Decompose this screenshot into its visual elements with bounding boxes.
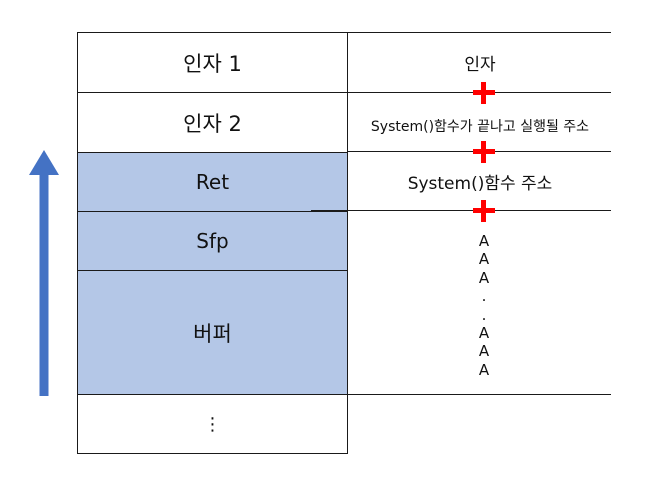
stack-cell-arg2: 인자 2 [77,92,348,152]
filler-char: A [478,268,490,287]
filler-char: A [478,232,490,250]
stack-cell-sfp: Sfp [77,211,348,270]
stack-cell-label: 인자 2 [183,111,242,136]
plus-icon [473,141,495,163]
filler-char: A [478,360,490,379]
stack-cell-label: Sfp [196,229,229,253]
stack-cell-more: ⋮ [77,394,348,454]
payload-label-arg: 인자 [464,55,496,75]
payload-divider [311,210,611,211]
payload-filler: A A A . . A A A [470,232,498,379]
filler-char: A [478,323,490,342]
stack-cell-label: 인자 1 [183,51,242,76]
plus-icon [473,200,495,222]
stack-cell-arg1: 인자 1 [77,32,348,92]
filler-char: A [478,250,490,269]
filler-char: . [481,287,487,306]
filler-char: . [481,305,487,324]
payload-label-system-address: System()함수 주소 [407,174,553,194]
plus-icon [473,82,495,104]
stack-cell-label: Ret [195,170,230,194]
payload-divider [311,394,611,395]
stack-cell-buffer: 버퍼 [77,270,348,394]
stack-cell-ret: Ret [77,152,348,211]
up-arrow-icon [29,150,59,396]
payload-label-return-address: System()함수가 끝나고 실행될 주소 [370,119,590,135]
payload-divider [348,32,611,33]
stack-cell-label: 버퍼 [193,321,232,346]
stack-cell-label: ⋮ [203,413,222,435]
filler-char: A [478,342,490,361]
